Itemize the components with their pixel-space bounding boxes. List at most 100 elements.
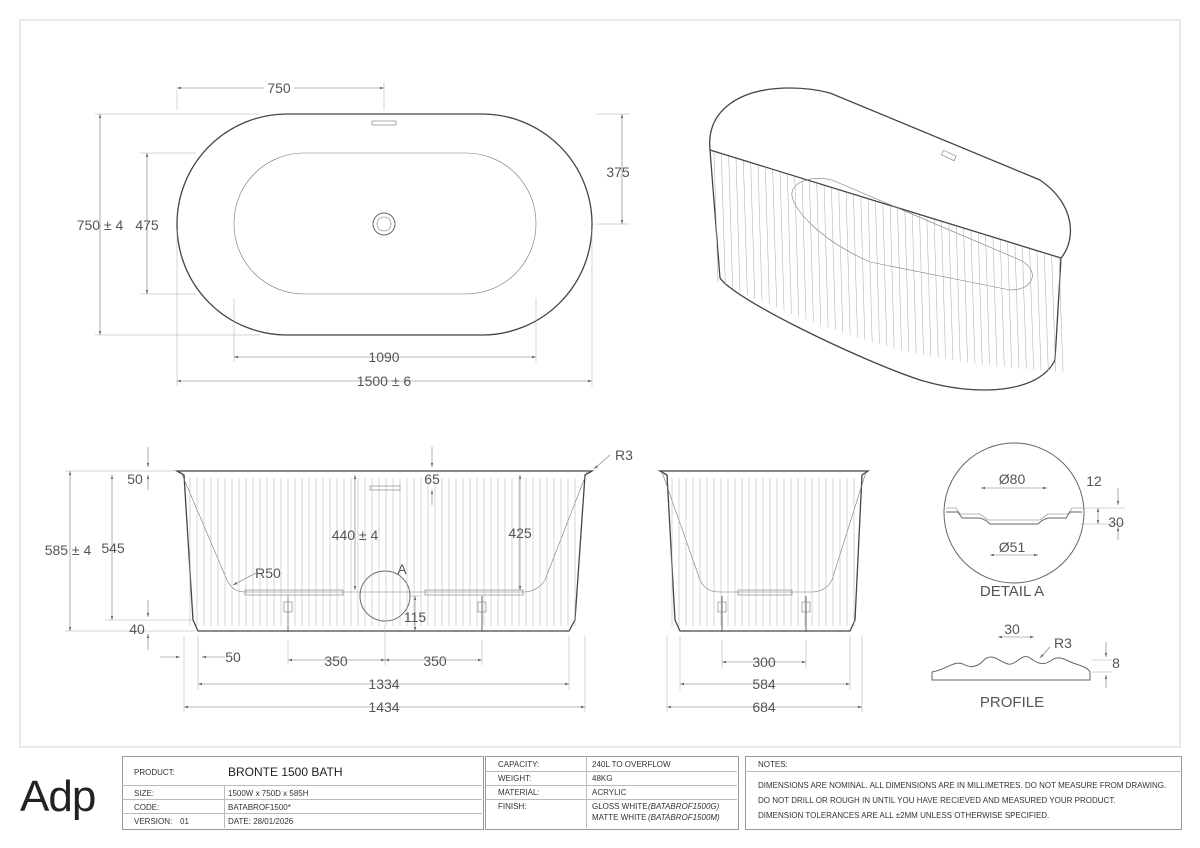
dim-foot-left: 350 [324,653,348,669]
iso-flute-line [757,165,763,302]
dim-inner-height: 440 ± 4 [332,527,379,543]
detail-30: 30 [1108,514,1124,530]
top-view-outer-rim [176,113,593,336]
dim-side-length: 1434 [368,699,399,715]
code-value: BATABROF1500* [228,803,291,812]
dim-end-feet: 300 [752,654,776,670]
dim-rim: 50 [127,471,143,487]
top-view [95,82,630,386]
iso-flute-line [889,206,895,348]
detail-callout: A [397,561,407,577]
code-label: CODE: [134,803,160,812]
dim-end-overall: 684 [752,699,776,715]
dim-foot-right: 350 [423,653,447,669]
dim-overall-length: 1500 ± 6 [357,373,412,389]
dim-top-half-depth: 375 [606,164,630,180]
isometric-view [709,87,1072,391]
iso-flute-line [809,181,814,323]
iso-flute-line [911,212,917,354]
iso-flute-line [1036,251,1042,371]
detail-d80: Ø80 [999,471,1026,487]
profile-title: PROFILE [980,694,1044,711]
iso-flute-line [1022,246,1027,369]
note-2: DO NOT DRILL OR ROUGH IN UNTIL YOU HAVE … [758,796,1116,805]
finish-1: GLOSS WHITE [592,802,648,811]
brand-logo: Adp [20,772,96,821]
detail-a-view [943,442,1125,584]
detail-a-title: DETAIL A [980,583,1044,600]
iso-flute-line [897,208,902,350]
specs-box [485,756,739,830]
iso-flute-line [721,154,726,286]
end-elevation [657,470,871,712]
dim-end-base: 584 [752,676,776,692]
finish-2-code: (BATABROF1500M) [648,813,720,822]
top-view-inner-basin [233,152,537,295]
material-value: ACRYLIC [592,788,627,797]
iso-flute-line [750,163,755,299]
iso-flute-line [1058,257,1064,373]
dim-foot-offset: 50 [225,649,241,665]
iso-flute-line [860,197,866,340]
overflow-icon [371,120,397,126]
notes-box [745,756,1182,830]
dim-base-length: 1334 [368,676,399,692]
iso-flute-line [845,192,851,336]
iso-flute-line [772,170,777,308]
foot-right-icon [477,596,487,632]
iso-flute-line [794,176,799,317]
iso-flute-line [1000,239,1005,367]
iso-flute-line [1007,242,1012,368]
iso-flute-line [882,203,888,347]
iso-flute-line [978,233,983,365]
dim-top-depth: 750 ± 4 [77,217,124,233]
sheet-border [19,19,1181,748]
iso-flute-line [838,190,844,333]
iso-flute-line [955,226,961,362]
capacity-label: CAPACITY: [498,760,540,769]
iso-flute-line [816,183,822,325]
note-3: DIMENSION TOLERANCES ARE ALL ±2MM UNLESS… [758,811,1050,820]
detail-12: 12 [1086,473,1102,489]
profile-view [931,635,1112,688]
version-value: 01 [180,817,189,826]
iso-flute-line [1029,248,1034,370]
iso-flute-line [926,217,932,357]
iso-flute-line [963,228,968,363]
iso-flute-line [970,230,976,364]
iso-flute-line [1044,253,1049,371]
iso-flute-line [823,185,829,328]
product-box [122,756,484,830]
dim-overall-height: 585 ± 4 [45,542,92,558]
iso-flute-line [904,210,910,352]
detail-d51: Ø51 [999,539,1026,555]
dim-radius-r50: R50 [255,565,281,581]
size-value: 1500W x 750D x 585H [228,789,309,798]
note-1: DIMENSIONS ARE NOMINAL. ALL DIMENSIONS A… [758,781,1167,790]
profile-30: 30 [1004,621,1020,637]
profile-8: 8 [1112,655,1120,671]
product-value: BRONTE 1500 BATH [228,765,343,779]
dim-overflow: 65 [424,471,440,487]
iso-flute-line [801,179,807,320]
dim-base: 40 [129,621,145,637]
profile-r3: R3 [1054,635,1072,651]
finish-2: MATTE WHITE [592,813,647,822]
iso-flute-line [985,235,990,366]
iso-flute-line [787,174,792,314]
iso-flute-line [1014,244,1020,369]
size-label: SIZE: [134,789,155,798]
dim-inner-length: 1090 [368,349,399,365]
iso-flute-line [735,158,741,292]
waste-outlet-icon [372,212,396,236]
iso-flute-line [779,172,785,311]
iso-flute-line [941,221,946,359]
version-label: VERSION: [134,817,173,826]
weight-label: WEIGHT: [498,774,532,783]
date-label: DATE: 28/01/2026 [228,817,294,826]
iso-flute-line [948,224,954,361]
iso-flute-line [728,156,733,289]
side-elevation [65,447,611,712]
dim-waste-drop: 115 [404,609,427,625]
notes-label: NOTES: [758,760,788,769]
